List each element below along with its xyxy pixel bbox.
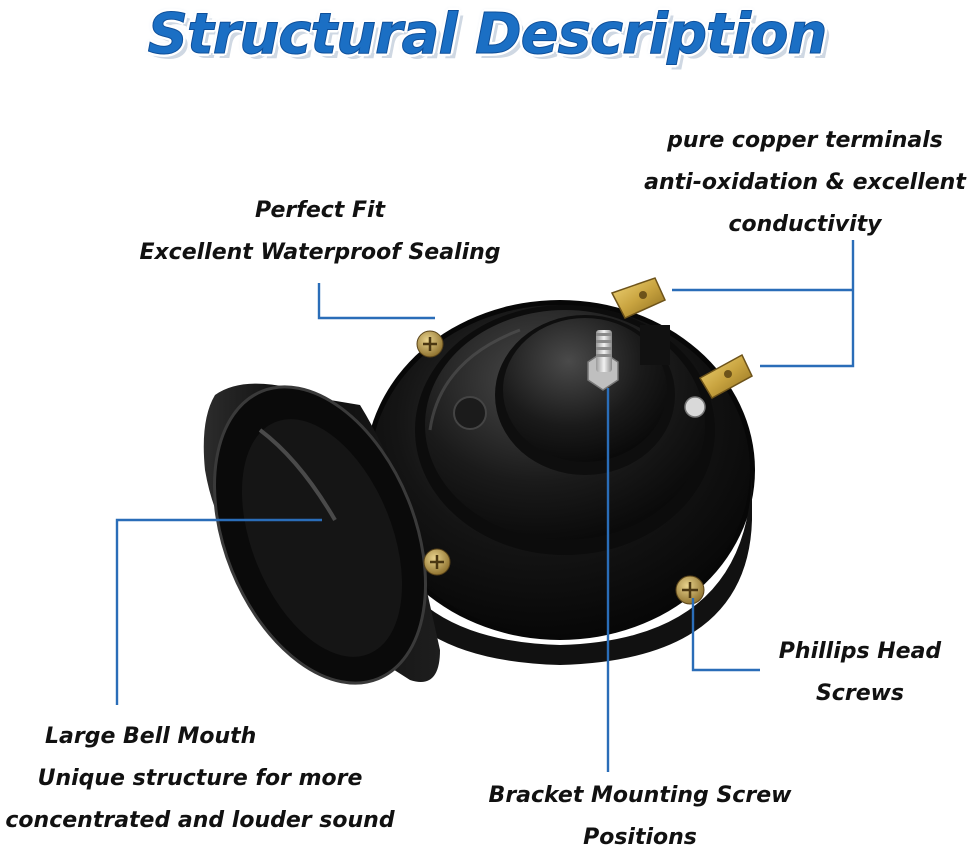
bell-label-line-1: Large Bell Mouth	[45, 724, 257, 749]
horn-body	[365, 300, 755, 665]
copper-terminals	[610, 277, 753, 418]
screws-label-line-1: Phillips Head	[778, 639, 942, 664]
terminals-label: pure copper terminals anti-oxidation & e…	[640, 120, 970, 246]
fit-label-line-2: Excellent Waterproof Sealing	[139, 240, 501, 265]
bell-mouth-label: Large Bell Mouth Unique structure for mo…	[0, 716, 400, 842]
bracket-label-line-1: Bracket Mounting Screw	[488, 783, 792, 808]
bell-mouth	[203, 383, 440, 685]
terminals-label-line-1: pure copper terminals	[667, 128, 943, 153]
mounting-bolt	[587, 330, 619, 391]
phillips-screw-top	[416, 330, 444, 358]
page-title: Structural Description	[147, 2, 828, 68]
bracket-label-line-2: Positions	[583, 825, 697, 850]
phillips-screw-left	[423, 548, 451, 576]
bell-label-line-3: concentrated and louder sound	[5, 808, 395, 833]
vent-knob	[453, 396, 487, 430]
screws-label-line-2: Screws	[815, 681, 905, 706]
phillips-screw-right	[675, 575, 705, 605]
terminals-label-line-3: conductivity	[728, 212, 882, 237]
bell-label-line-2: Unique structure for more	[37, 766, 363, 791]
fit-label: Perfect Fit Excellent Waterproof Sealing	[130, 190, 510, 274]
annotation-lines	[115, 240, 855, 772]
terminals-label-line-2: anti-oxidation & excellent	[644, 170, 966, 195]
bracket-label: Bracket Mounting Screw Positions	[480, 775, 800, 859]
screws-label: Phillips Head Screws	[770, 631, 950, 715]
fit-label-line-1: Perfect Fit	[254, 198, 386, 223]
